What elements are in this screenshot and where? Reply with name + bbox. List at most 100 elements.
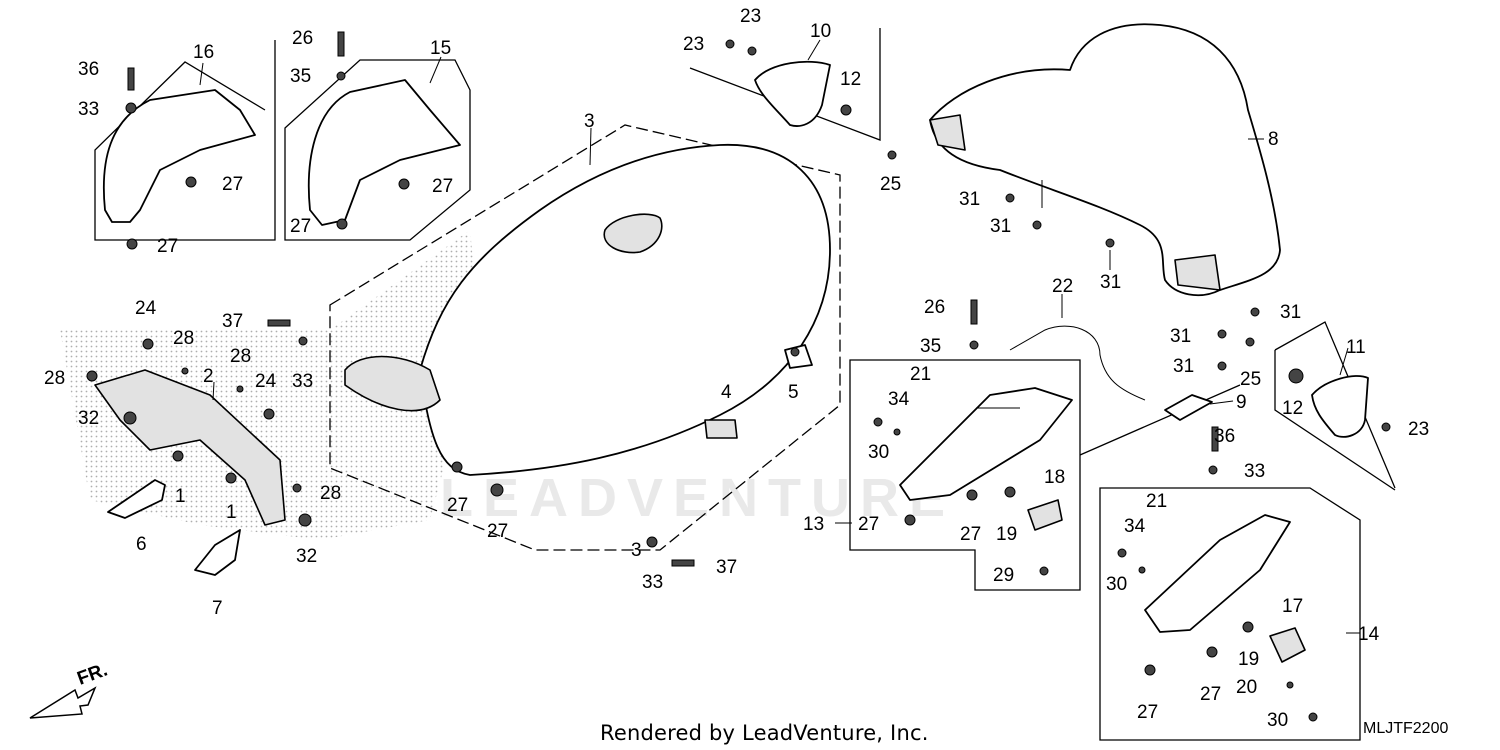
callout-36b: 36 [1214,426,1235,447]
callout-27a: 27 [222,174,243,195]
group-box-15 [284,59,471,241]
callout-12b: 12 [1282,398,1303,419]
stay-part-6[interactable] [107,479,166,519]
callout-27g: 27 [1200,684,1221,705]
front-direction-arrow: FR. [29,659,111,719]
diagram-code: MLJTF2200 [1363,720,1448,737]
callout-1b: 1 [226,502,237,523]
callout-33d: 33 [1244,461,1265,482]
callout-32a: 32 [78,408,99,429]
callout-8: 8 [1268,129,1279,150]
callout-3-top: 3 [584,111,595,132]
group-box-13 [849,359,1081,591]
grab-rail-part-15[interactable] [307,79,461,226]
bracket-part-2[interactable] [94,369,286,526]
rubber-part-5[interactable] [784,344,813,369]
callout-27i: 27 [447,495,468,516]
callout-28c: 28 [230,346,251,367]
callout-11: 11 [1346,337,1366,358]
lock-assembly-part-13[interactable] [899,387,1073,501]
callout-27c: 27 [432,176,453,197]
callout-27j: 27 [487,521,508,542]
footer-credit: Rendered by LeadVenture, Inc. [600,721,929,745]
seat-part-3[interactable] [344,144,831,476]
lock-assembly-part-14[interactable] [1144,514,1291,633]
callout-34a: 34 [888,389,910,410]
callout-25b: 25 [1240,369,1261,390]
callout-2: 2 [203,366,214,387]
direction-label: FR. [75,659,111,689]
callout-13: 13 [803,514,824,535]
callout-28d: 28 [320,483,341,504]
callout-35a: 35 [290,66,311,87]
group-box-16 [94,40,276,241]
callout-19b: 19 [1238,649,1259,670]
callout-6: 6 [136,534,147,555]
group-box-11 [1274,321,1396,489]
callout-29: 29 [993,565,1014,586]
callout-25a: 25 [880,174,901,195]
callout-31d: 31 [1280,302,1301,323]
callout-31b: 31 [990,216,1011,237]
dot-shading-region [60,230,480,540]
callout-15: 15 [430,38,451,59]
callout-36a: 36 [78,59,99,80]
cover-part-11[interactable] [1311,375,1369,438]
callout-28b: 28 [44,368,65,389]
callout-31f: 31 [1173,356,1194,377]
callout-7: 7 [212,598,223,619]
cable-part-22[interactable] [1009,325,1146,401]
callout-34b: 34 [1124,516,1146,537]
callout-33c: 33 [642,572,663,593]
callout-27d: 27 [290,216,311,237]
spring-part-18[interactable] [1027,499,1063,531]
callout-31a: 31 [959,189,980,210]
callout-14: 14 [1358,624,1380,645]
group-box-10 [689,28,881,141]
callout-24b: 24 [255,371,277,392]
callout-26a: 26 [292,28,313,49]
callout-9: 9 [1236,392,1247,413]
callout-23a: 23 [740,6,761,27]
callout-26b: 26 [924,297,945,318]
callout-27h: 27 [1137,702,1158,723]
watermark-text: LEADVENTURE [440,468,955,528]
pad-part-4[interactable] [704,419,738,439]
callout-27b: 27 [157,236,178,257]
callout-23c: 23 [1408,419,1429,440]
group-box-11b [1274,350,1396,491]
callout-33b: 33 [292,371,313,392]
callout-labels: 16 36 33 27 27 26 15 35 27 27 23 23 10 1… [44,6,1429,731]
callout-31e: 31 [1170,326,1191,347]
callout-17: 17 [1282,596,1303,617]
fasteners [86,31,1391,722]
callout-22: 22 [1052,276,1073,297]
cover-part-10[interactable] [754,60,831,127]
grab-rail-part-16[interactable] [102,89,256,223]
callout-1a: 1 [175,486,186,507]
callout-32b: 32 [296,546,317,567]
callout-21b: 21 [1146,491,1167,512]
callout-30b: 30 [1106,574,1127,595]
callout-3-bottom: 3 [631,540,642,561]
callout-20: 20 [1236,677,1257,698]
callout-28a: 28 [173,328,194,349]
leader-lines [199,39,1360,634]
callout-12a: 12 [840,69,861,90]
latch-part-9[interactable] [1164,394,1213,421]
callout-4: 4 [721,382,732,403]
callout-37a: 37 [222,311,243,332]
backrest-part-8[interactable] [929,23,1281,297]
callout-5: 5 [788,382,799,403]
group-box-8-lower [1079,384,1241,456]
callout-10: 10 [810,21,831,42]
stay-part-7[interactable] [194,529,241,576]
callout-21a: 21 [910,364,931,385]
callout-33a: 33 [78,99,99,120]
callout-23b: 23 [683,34,704,55]
callout-18: 18 [1044,467,1065,488]
knob-part-17[interactable] [1269,627,1306,663]
group-box-14 [1099,487,1361,741]
callout-24a: 24 [135,298,157,319]
